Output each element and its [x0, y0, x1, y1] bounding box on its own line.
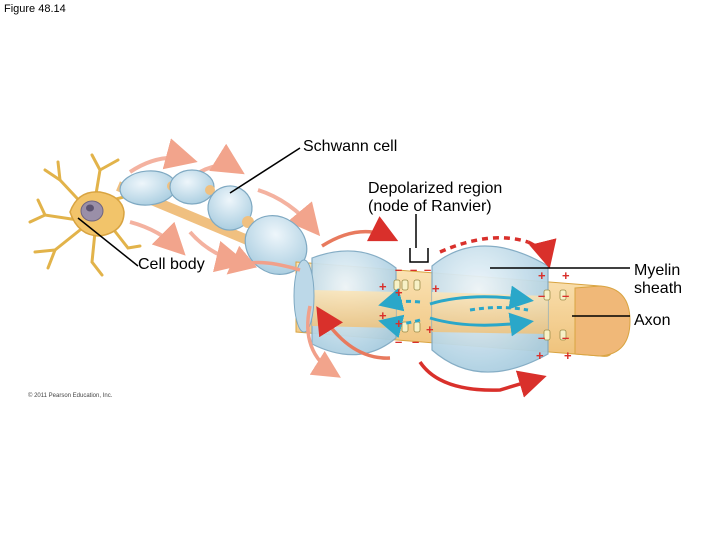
minus-sign: – [562, 288, 569, 303]
minus-sign: – [538, 288, 545, 303]
minus-sign: – [395, 262, 402, 277]
plus-sign: + [379, 279, 387, 294]
plus-sign: + [538, 268, 546, 283]
cell-body-label: Cell body [138, 256, 205, 273]
plus-sign: + [536, 348, 544, 363]
axon-label: Axon [634, 312, 671, 329]
depolarized-label-line2: (node of Ranvier) [368, 198, 492, 216]
plus-sign: + [562, 268, 570, 283]
figure-title: Figure 48.14 [4, 3, 66, 15]
outer-current-arrows [226, 216, 399, 378]
schwann-cell-label: Schwann cell [303, 138, 398, 155]
minus-sign: – [412, 334, 419, 349]
minus-sign: – [538, 330, 545, 345]
plus-sign: + [432, 281, 440, 296]
copyright-notice: © 2011 Pearson Education, Inc. [28, 393, 113, 399]
minus-sign: – [410, 262, 417, 277]
depolarized-label-line1: Depolarized region [368, 180, 503, 197]
faded-current-arrows [128, 138, 321, 273]
minus-sign: – [424, 262, 431, 277]
plus-sign: + [379, 308, 387, 323]
minus-sign: – [395, 334, 402, 349]
inner-current-arrows [378, 285, 534, 339]
plus-sign: + [395, 316, 403, 331]
plus-sign: + [426, 322, 434, 337]
outer-current-arrows-dashed [418, 236, 557, 398]
myelin-segments-upper [116, 169, 308, 275]
charge-symbols: – – – + + + + + + – – + + – – – – + + [379, 262, 572, 363]
myelin-sheath-label: Myelin sheath [634, 262, 682, 299]
leader-lines [77, 147, 630, 317]
cell-body [28, 153, 142, 277]
plus-sign: + [395, 285, 403, 300]
ion-channels [393, 279, 567, 341]
myelin-label-line2: sheath [634, 280, 683, 298]
depolarized-region-label: Depolarized region (node of Ranvier) [368, 180, 502, 217]
myelin-label-line1: Myelin [634, 262, 681, 279]
minus-sign: – [562, 330, 569, 345]
plus-sign: + [564, 348, 572, 363]
